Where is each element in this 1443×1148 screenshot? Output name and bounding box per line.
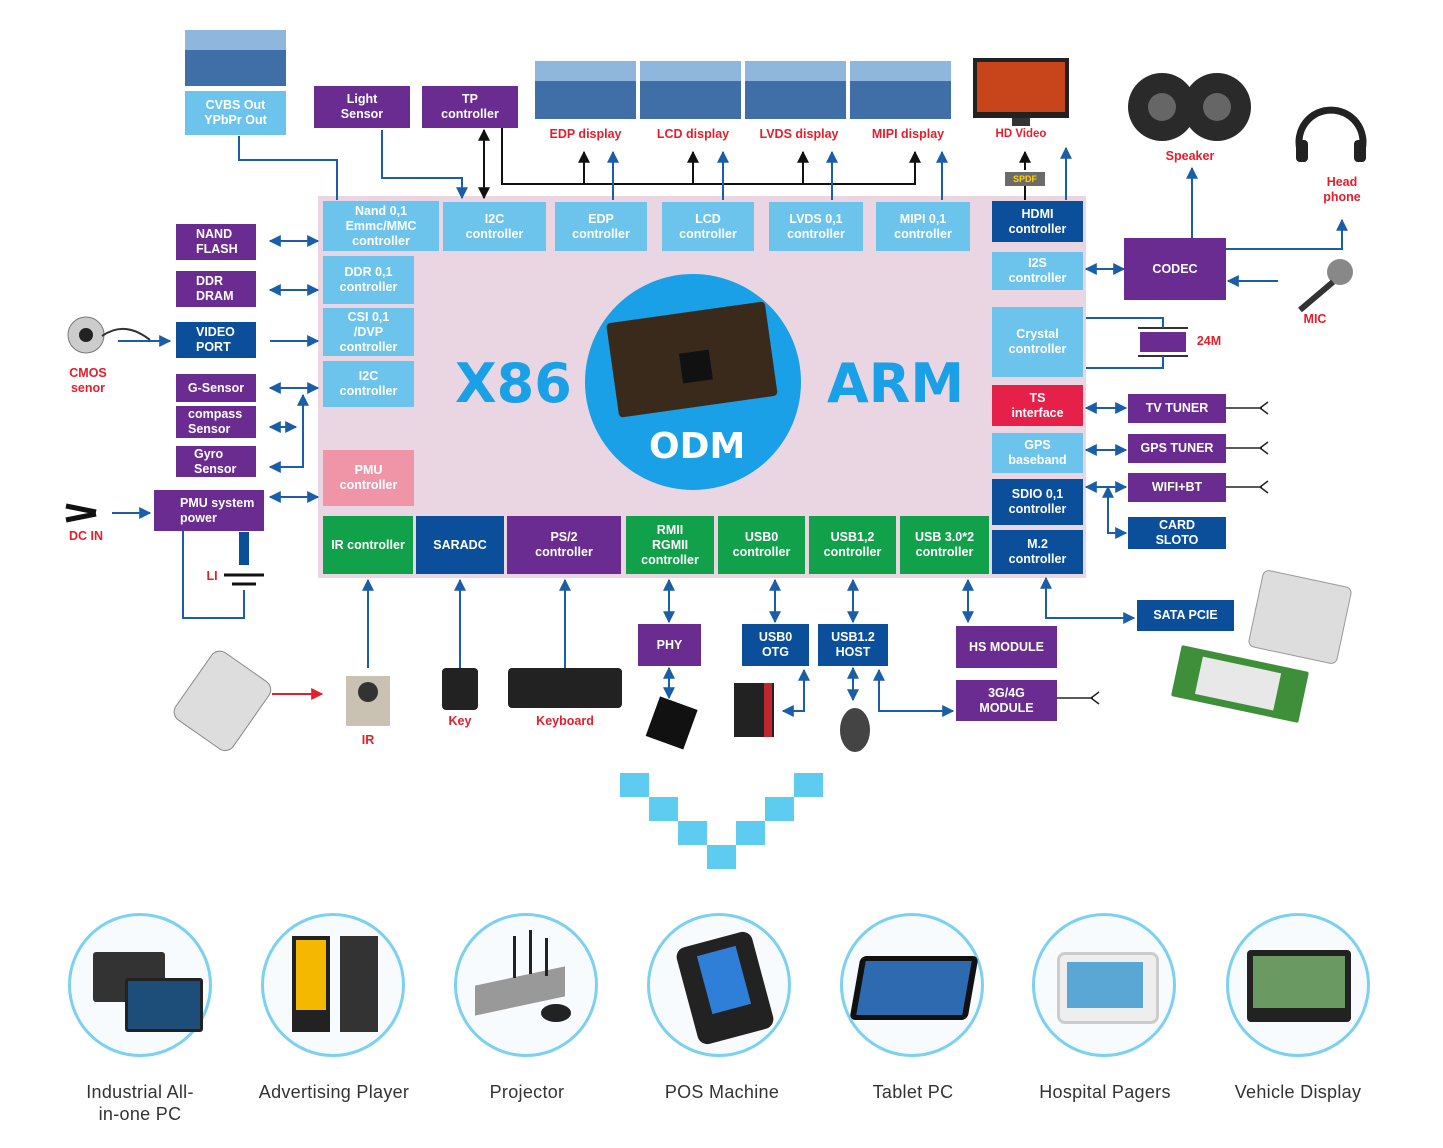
usb0-controller: USB0 controller bbox=[718, 516, 805, 574]
app-tablet-pc bbox=[840, 913, 984, 1057]
app-advertising-player bbox=[261, 913, 405, 1057]
hdmi-controller: HDMI controller bbox=[992, 201, 1083, 242]
lcd-display-label: LCD display bbox=[656, 127, 730, 141]
app-label-industrial: Industrial All- in-one PC bbox=[86, 1082, 194, 1124]
app-pos-machine bbox=[647, 913, 791, 1057]
ir-controller: IR controller bbox=[323, 516, 413, 574]
card-slot-box: CARD SLOTO bbox=[1128, 517, 1226, 549]
mipi-controller: MIPI 0,1 controller bbox=[876, 202, 970, 251]
mipi-display-label: MIPI display bbox=[871, 127, 945, 141]
usb0-otg-box: USB0 OTG bbox=[742, 624, 809, 666]
ir-label: IR bbox=[361, 733, 375, 747]
x86-label: X86 bbox=[455, 352, 572, 415]
3g4g-module-box: 3G/4G MODULE bbox=[956, 680, 1057, 721]
usb12-host-box: USB1.2 HOST bbox=[818, 624, 888, 666]
lvds-controller: LVDS 0,1 controller bbox=[769, 202, 863, 251]
app-industrial-pc bbox=[68, 913, 212, 1057]
gps-tuner-box: GPS TUNER bbox=[1128, 434, 1226, 463]
arm-label: ARM bbox=[827, 352, 965, 415]
antenna-symbols bbox=[1057, 401, 1269, 705]
gyro-sensor-box: Gyro Sensor bbox=[176, 446, 256, 477]
ps2-controller: PS/2 controller bbox=[507, 516, 621, 574]
pmu-system-power-box: PMU system power bbox=[154, 490, 264, 531]
display-screens bbox=[185, 30, 1069, 126]
bottom-device-images bbox=[65, 316, 1352, 752]
audio-devices bbox=[1128, 73, 1367, 313]
i2c-left-controller: I2C controller bbox=[323, 361, 414, 407]
cvbs-out-box: CVBS Out YPbPr Out bbox=[185, 91, 286, 135]
chevron-pattern bbox=[620, 773, 823, 869]
app-vehicle-display bbox=[1226, 913, 1370, 1057]
csi-controller: CSI 0,1 /DVP controller bbox=[323, 308, 414, 356]
lvds-display-label: LVDS display bbox=[759, 127, 839, 141]
nand-controller: Nand 0,1 Emmc/MMC controller bbox=[323, 201, 439, 251]
crystal-controller: Crystal controller bbox=[992, 307, 1083, 377]
lcd-controller: LCD controller bbox=[662, 202, 754, 251]
sdio-controller: SDIO 0,1 controller bbox=[992, 479, 1083, 525]
tv-tuner-box: TV TUNER bbox=[1128, 394, 1226, 423]
li-label: LI bbox=[206, 569, 218, 583]
codec-box: CODEC bbox=[1124, 238, 1226, 300]
keyboard-label: Keyboard bbox=[536, 714, 594, 728]
tp-controller-box: TP controller bbox=[422, 86, 518, 128]
gps-baseband: GPS baseband bbox=[992, 433, 1083, 473]
ts-interface: TS interface bbox=[992, 385, 1083, 426]
i2s-controller: I2S controller bbox=[992, 252, 1083, 290]
crystal-freq-label: 24M bbox=[1196, 334, 1222, 348]
compass-sensor-box: compass Sensor bbox=[176, 406, 256, 438]
spdf-tag: SPDF bbox=[1005, 172, 1045, 186]
mic-label: MIC bbox=[1303, 312, 1327, 326]
light-sensor-box: Light Sensor bbox=[314, 86, 410, 128]
nand-flash-box: NAND FLASH bbox=[176, 224, 256, 260]
video-port-box: VIDEO PORT bbox=[176, 322, 256, 358]
key-label: Key bbox=[448, 714, 472, 728]
dc-in-label: DC IN bbox=[68, 529, 104, 543]
speaker-label: Speaker bbox=[1165, 149, 1215, 163]
sata-pcie-box: SATA PCIE bbox=[1137, 600, 1234, 631]
app-label-hospital: Hospital Pagers bbox=[1039, 1082, 1171, 1102]
headphone-label: Head phone bbox=[1323, 175, 1361, 204]
hs-module-box: HS MODULE bbox=[956, 626, 1057, 668]
i2c-top-controller: I2C controller bbox=[443, 202, 546, 251]
app-label-tablet: Tablet PC bbox=[872, 1082, 954, 1102]
edp-controller: EDP controller bbox=[555, 202, 647, 251]
ddr-controller: DDR 0,1 controller bbox=[323, 256, 414, 304]
m2-controller: M.2 controller bbox=[992, 530, 1083, 574]
ddr-dram-box: DDR DRAM bbox=[176, 271, 256, 307]
app-hospital-pagers bbox=[1032, 913, 1176, 1057]
app-label-pos: POS Machine bbox=[664, 1082, 780, 1102]
usb12-controller: USB1,2 controller bbox=[809, 516, 896, 574]
usb3-controller: USB 3.0*2 controller bbox=[900, 516, 989, 574]
crystal-24m-symbol bbox=[1140, 332, 1186, 352]
app-label-advertising: Advertising Player bbox=[258, 1082, 410, 1102]
app-projector bbox=[454, 913, 598, 1057]
hd-video-label: HD Video bbox=[995, 128, 1047, 140]
edp-display-label: EDP display bbox=[549, 127, 622, 141]
odm-label: ODM bbox=[649, 426, 746, 467]
rmii-controller: RMII RGMII controller bbox=[626, 516, 714, 574]
wifi-bt-box: WIFI+BT bbox=[1128, 473, 1226, 502]
phy-box: PHY bbox=[638, 624, 701, 666]
pmu-controller: PMU controller bbox=[323, 450, 414, 506]
app-label-projector: Projector bbox=[489, 1082, 565, 1102]
app-label-vehicle: Vehicle Display bbox=[1234, 1082, 1362, 1102]
saradc-controller: SARADC bbox=[416, 516, 504, 574]
g-sensor-box: G-Sensor bbox=[176, 374, 256, 402]
cmos-sensor-label: CMOS senor bbox=[69, 366, 107, 395]
